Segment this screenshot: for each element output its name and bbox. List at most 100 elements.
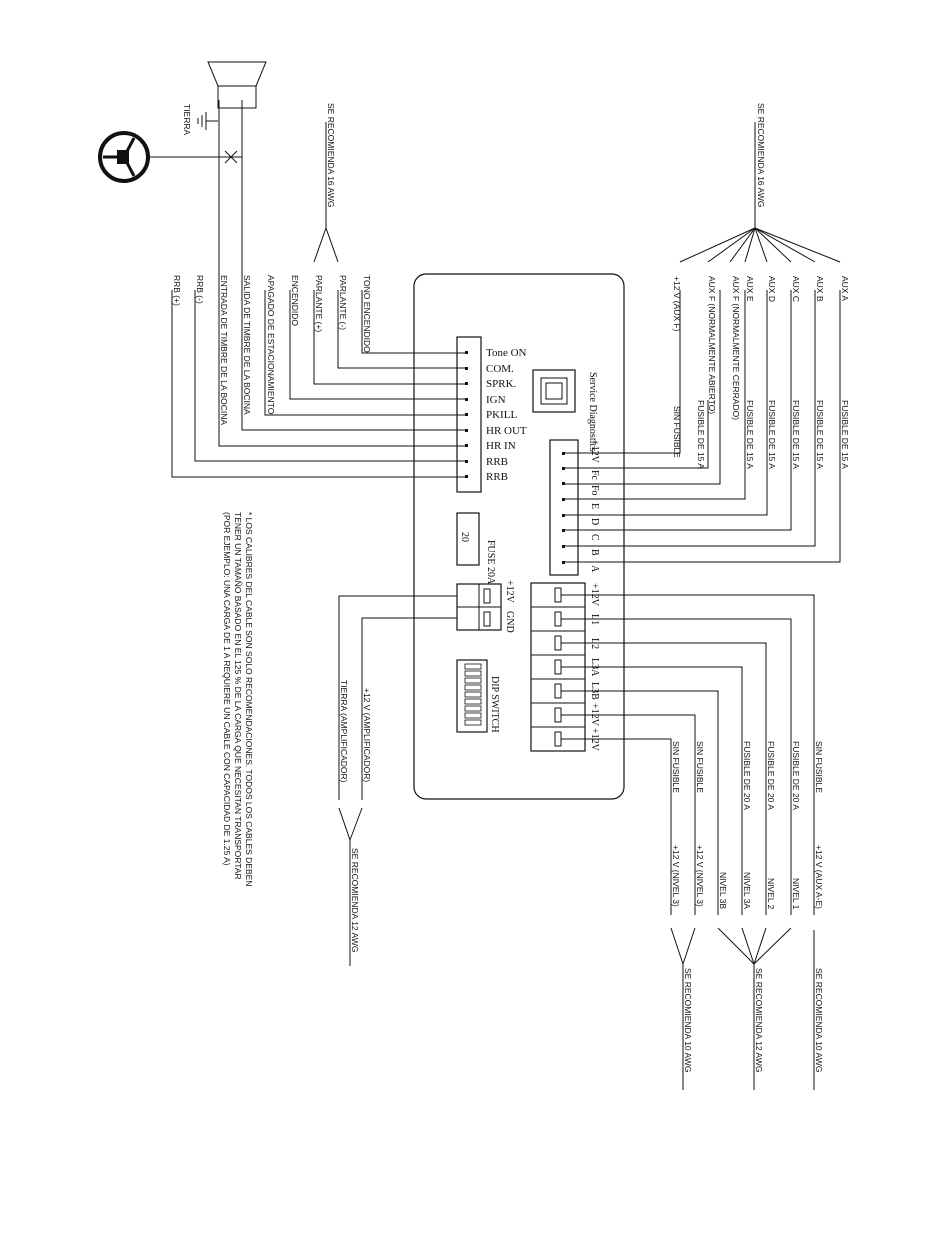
amp-gauge-label: SE RECOMIENDA 12 AWG (350, 848, 360, 953)
hr-label-ign: IGN (486, 394, 506, 406)
power-wire-6: +12 V (NIVEL 3) (671, 845, 681, 907)
power-gauge-b: SE RECOMIENDA 12 AWG (754, 968, 764, 1073)
aux-fuse-4: FUSIBLE DE 15 A (767, 400, 777, 469)
hr-wire-labels: TONO ENCENDIDO PARLANTE (-) PARLANTE (+)… (172, 275, 372, 425)
hr-label-rrb-2: RRB (486, 471, 508, 483)
aux-fuse-6: FUSIBLE DE 15 A (815, 400, 825, 469)
power-gauge-c: SE RECOMIENDA 10 AWG (683, 968, 693, 1073)
aux-pin-a: A (589, 565, 600, 573)
dip-switch-label: DIP SWITCH (489, 676, 500, 733)
aux-fuse-0: SIN FUSIBLE (672, 406, 682, 458)
aux-wire-0: +12 V (AUX F) (672, 276, 682, 332)
power-wire-2: NIVEL 2 (766, 878, 776, 910)
power-fuse-2: FUSIBLE DE 20 A (766, 741, 776, 810)
speaker-gauge-fork: SE RECOMIENDA 16 AWG (313, 103, 339, 263)
aux-pin-12v: +12V (589, 440, 600, 464)
aux-pin-b: B (589, 549, 600, 556)
aux-wire-5: AUX C (791, 276, 801, 302)
wire-label-encendido: ENCENDIDO (290, 275, 300, 326)
service-diagnostics-port: Service Diagnostics (532, 369, 598, 452)
aux-wire-7: AUX A (840, 276, 850, 301)
footnote-line-3: (POR EJEMPLO: UNA CARGA DE 1 A REQUIERE … (222, 512, 232, 866)
siren-speaker-icon (207, 61, 267, 109)
aux-pin-c: C (589, 534, 600, 541)
service-label: Service Diagnostics (587, 372, 598, 452)
amp-wires: TIERRA (AMPLIFICADOR) +12 V (AMPLIFICADO… (338, 595, 457, 966)
wire-label-rrb-neg: RRB (-) (195, 275, 205, 304)
aux-fuse-labels: SIN FUSIBLE FUSIBLE DE 15 A FUSIBLE DE 1… (672, 400, 850, 469)
ground-label: TIERRA (182, 104, 192, 136)
aux-pin-fc: Fc (589, 470, 600, 481)
ground-icon: TIERRA (182, 104, 218, 136)
wire-label-entrada-timbre: ENTRADA DE TIMBRE DE LA BOCINA (219, 275, 229, 425)
aux-wire-6: AUX B (815, 276, 825, 302)
power-fuse-0: SIN FUSIBLE (814, 741, 824, 793)
wire-label-parlante-neg: PARLANTE (-) (338, 275, 348, 330)
power-connector (530, 582, 586, 752)
hr-label-hr-out: HR OUT (486, 425, 527, 437)
wire-label-salida-timbre: SALIDA DE TIMBRE DE LA BOCINA (242, 275, 252, 415)
amp-pin-gnd: GND (504, 611, 515, 633)
power-wire-5: +12 V (NIVEL 3) (695, 845, 705, 907)
fuse-value: 20 (459, 532, 470, 542)
hr-label-rrb-1: RRB (486, 456, 508, 468)
fuse-holder: 20 FUSE 20A ONLY (456, 512, 496, 613)
fuse-label: FUSE 20A ONLY (485, 540, 496, 613)
aux-wire-labels: +12 V (AUX F) AUX F (NORMALMENTE CERRADO… (672, 276, 850, 420)
power-wire-1: NIVEL 1 (791, 878, 801, 910)
aux-pin-d: D (589, 518, 600, 525)
hr-wires (171, 100, 465, 478)
hr-label-com: COM. (486, 363, 514, 375)
aux-pin-labels: +12V Fc Fo E D C B A (589, 440, 600, 573)
power-wires (561, 594, 815, 915)
amp-pin-12v: +12V (504, 580, 515, 604)
power-fuse-1: FUSIBLE DE 20 A (791, 741, 801, 810)
power-wire-4: NIVEL 3B (718, 872, 728, 909)
power-gauges: SE RECOMIENDA 10 AWG SE RECOMIENDA 12 AW… (670, 927, 824, 1090)
steering-wheel-icon (98, 131, 242, 183)
power-wire-0: +12 V (AUX A-E) (814, 845, 824, 909)
hr-label-hr-in: HR IN (486, 440, 516, 452)
wire-label-apagado: APAGADO DE ESTACIONAMIENTO (266, 275, 276, 415)
aux-fuse-3: FUSIBLE DE 15 A (745, 400, 755, 469)
amp-wire-12v: +12 V (AMPLIFICADOR) (362, 688, 372, 782)
power-fuse-5: SIN FUSIBLE (695, 741, 705, 793)
footnote-line-1: * LOS CALIBRES DEL CABLE SON SOLO RECOME… (244, 512, 254, 886)
wire-label-parlante-pos: PARLANTE (+) (314, 275, 324, 332)
power-pin-3: L3A (589, 658, 600, 677)
power-gauge-a: SE RECOMIENDA 10 AWG (814, 968, 824, 1073)
aux-wires (563, 290, 841, 563)
dip-switch: DIP SWITCH (456, 659, 500, 733)
speaker-gauge-label: SE RECOMIENDA 16 AWG (326, 103, 336, 208)
aux-wire-2: AUX F (NORMALMENTE ABIERTO) (707, 276, 717, 414)
wire-label-rrb-pos: RRB (+) (172, 275, 182, 306)
aux-gauge-fan: SE RECOMIENDA 16 AWG (679, 103, 841, 263)
aux-pin-e: E (589, 503, 600, 509)
hr-pin-labels: Tone ON COM. SPRK. IGN PKILL HR OUT HR I… (486, 347, 527, 483)
aux-fuse-1: FUSIBLE DE 15 A (696, 400, 706, 469)
power-pin-2: L2 (589, 638, 600, 649)
power-fuse-3: FUSIBLE DE 20 A (742, 741, 752, 810)
hr-label-pkill: PKILL (486, 409, 517, 421)
wire-label-tono: TONO ENCENDIDO (362, 275, 372, 353)
power-fuse-labels: SIN FUSIBLE FUSIBLE DE 20 A FUSIBLE DE 2… (671, 741, 824, 810)
power-wire-labels: +12 V (AUX A-E) NIVEL 1 NIVEL 2 NIVEL 3A… (671, 845, 824, 910)
aux-fuse-7: FUSIBLE DE 15 A (840, 400, 850, 469)
hr-label-sprk: SPRK. (486, 378, 517, 390)
amp-terminals: +12V GND (456, 580, 515, 633)
aux-pin-fo: Fo (589, 485, 600, 496)
power-fuse-6: SIN FUSIBLE (671, 741, 681, 793)
aux-gauge-label: SE RECOMIENDA 16 AWG (756, 103, 766, 208)
aux-fuse-5: FUSIBLE DE 15 A (791, 400, 801, 469)
aux-connector (549, 439, 579, 576)
power-wire-3: NIVEL 3A (742, 872, 752, 909)
footnote: * LOS CALIBRES DEL CABLE SON SOLO RECOME… (222, 512, 254, 886)
amp-wire-ground: TIERRA (AMPLIFICADOR) (339, 680, 349, 783)
hr-label-tone-on: Tone ON (486, 347, 527, 359)
footnote-line-2: TENER UN TAMAÑO BASADO EN EL 125 % DE LA… (233, 512, 243, 880)
power-pin-1: L1 (589, 614, 600, 625)
power-pin-6: +12V (589, 728, 600, 752)
aux-wire-1: AUX F (NORMALMENTE CERRADO) (731, 276, 741, 420)
aux-wire-4: AUX D (767, 276, 777, 302)
aux-wire-3: AUX E (745, 276, 755, 302)
